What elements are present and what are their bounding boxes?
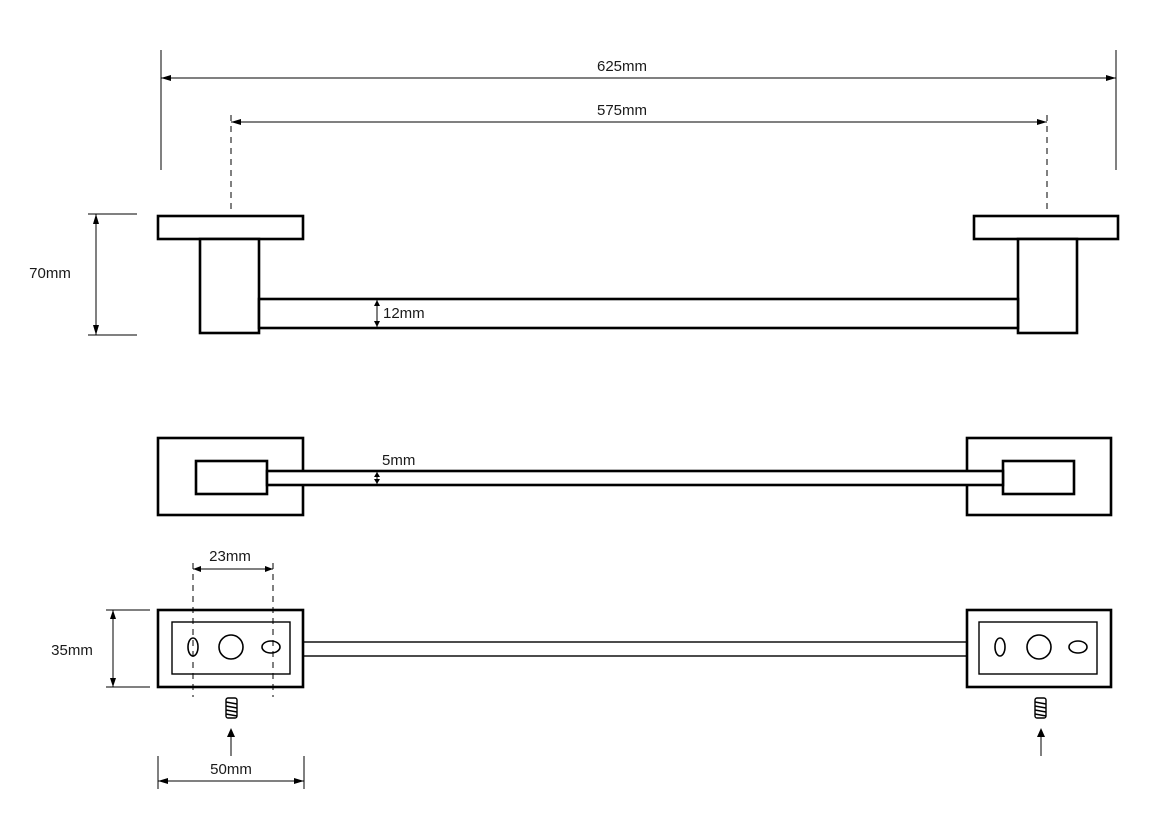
base-height-label: 35mm (51, 642, 93, 659)
towel-rail (257, 297, 1020, 330)
set-screw-icon (225, 697, 238, 719)
rail-thickness-label: 5mm (382, 452, 415, 469)
arrowhead-icon (374, 472, 380, 477)
left-wall-plate (156, 214, 305, 241)
arrowhead-icon (374, 479, 380, 484)
arrowhead-icon (93, 325, 99, 335)
right-center-hole (1026, 634, 1052, 660)
right-screw-slot-horizontal (1068, 640, 1088, 654)
arrowhead-icon (110, 678, 116, 687)
arrowhead-icon (1106, 75, 1116, 81)
left-mounting-inset (171, 621, 291, 675)
right-screw-slot-vertical (994, 637, 1006, 657)
arrowhead-icon (294, 778, 304, 784)
arrowhead-icon (231, 119, 241, 125)
arrowhead-icon (265, 566, 273, 572)
arrowhead-icon (374, 321, 380, 327)
arrowhead-icon (193, 566, 201, 572)
center-distance-label: 575mm (597, 102, 647, 119)
left-post-top (194, 459, 269, 496)
back-view: 23mm 35mm 50mm (51, 548, 1113, 789)
left-center-hole (218, 634, 244, 660)
arrowhead-icon (161, 75, 171, 81)
right-mounting-inset (978, 621, 1098, 675)
overall-length-label: 625mm (597, 58, 647, 75)
side-view: 625mm 575mm 70mm 12mm (29, 50, 1120, 336)
rail-diameter-label: 12mm (383, 305, 425, 322)
arrowhead-icon (374, 300, 380, 306)
arrowhead-icon (1037, 119, 1047, 125)
up-arrow-icon (1037, 728, 1045, 737)
right-post (1016, 237, 1079, 335)
right-post-top (1001, 459, 1076, 496)
hole-spacing-label: 23mm (209, 548, 251, 565)
right-wall-plate (972, 214, 1120, 241)
base-width-label: 50mm (210, 761, 252, 778)
towel-rail-top (265, 469, 1005, 487)
arrowhead-icon (93, 214, 99, 224)
left-post (198, 237, 261, 335)
set-screw-icon (1034, 697, 1047, 719)
depth-label: 70mm (29, 265, 71, 282)
up-arrow-icon (227, 728, 235, 737)
towel-rail-back (302, 641, 968, 657)
left-screw-slot-horizontal (261, 640, 281, 654)
top-view: 5mm (156, 436, 1113, 517)
arrowhead-icon (158, 778, 168, 784)
arrowhead-icon (110, 610, 116, 619)
